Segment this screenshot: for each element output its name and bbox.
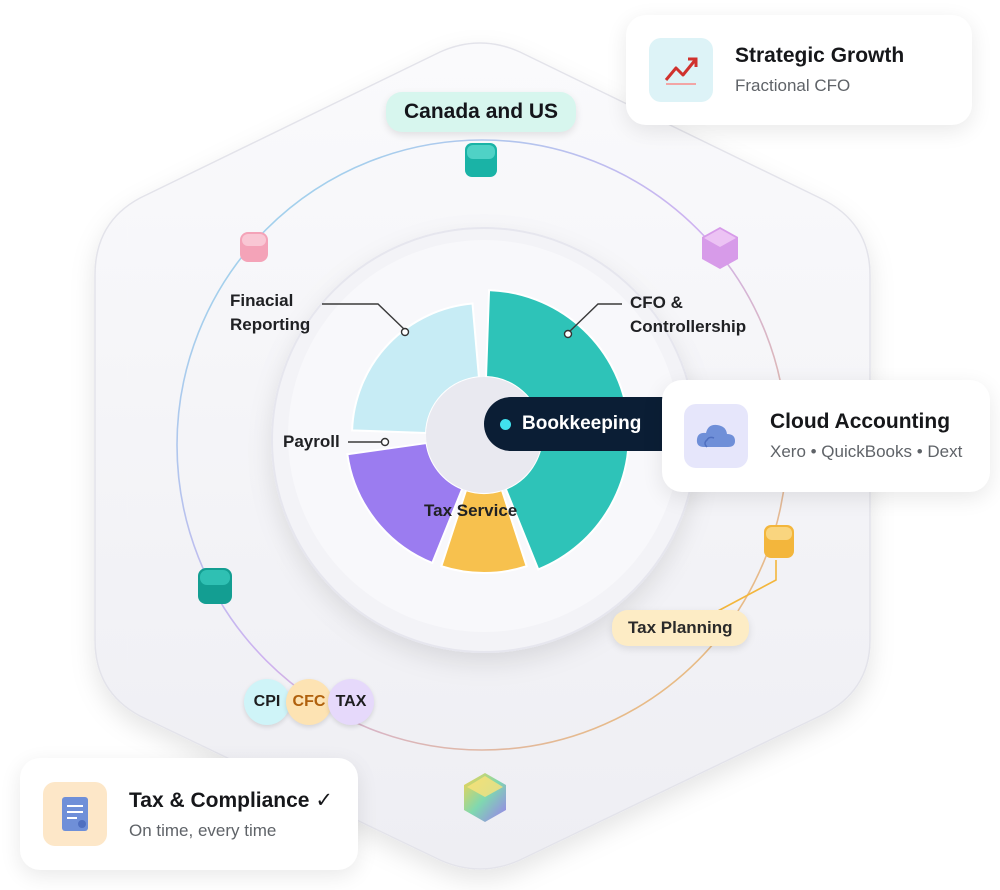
card-growth-subtitle: Fractional CFO: [735, 76, 851, 95]
card-tax-subtitle: On time, every time: [129, 820, 277, 840]
tax-planning-pill: Tax Planning: [612, 610, 749, 646]
cloud-icon: [684, 404, 748, 468]
card-strategic-growth[interactable]: Strategic Growth Fractional CFO: [626, 15, 972, 125]
card-tax-compliance[interactable]: Tax & Compliance ✓ On time, every time: [20, 758, 358, 870]
label-payroll: Payroll: [283, 432, 340, 451]
card-tax-title: Tax & Compliance ✓: [129, 788, 333, 812]
bookkeeping-label: Bookkeeping: [522, 413, 642, 434]
card-cloud-title: Cloud Accounting: [770, 410, 951, 433]
label-cfo-controllership: CFO & Controllership: [630, 293, 747, 336]
leader-lines: [322, 303, 622, 443]
bookkeeping-dot-icon: [500, 418, 511, 430]
card-cloud-accounting[interactable]: Cloud Accounting Xero • QuickBooks • Dex…: [662, 380, 990, 492]
badge-tax-label: TAX: [335, 693, 367, 710]
document-icon: [43, 782, 107, 846]
bookkeeping-tag: Bookkeeping: [484, 397, 684, 451]
label-tax-service: Tax Service: [424, 501, 518, 520]
orbit-nodes: [198, 143, 794, 822]
trend-up-icon: [649, 38, 713, 102]
label-financial-reporting: Finacial Reporting: [230, 291, 311, 334]
badge-cfc: CFC: [286, 679, 332, 725]
leader-dots: [380, 327, 573, 447]
badge-cpi-label: CPI: [253, 693, 281, 710]
tax-planning-connector: [715, 560, 777, 613]
badge-cfc-label: CFC: [292, 693, 326, 710]
badge-cpi: CPI: [244, 679, 290, 725]
card-cloud-subtitle: Xero • QuickBooks • Dext: [770, 442, 963, 461]
card-growth-title: Strategic Growth: [735, 44, 905, 67]
region-pill: Canada and US: [386, 92, 577, 132]
badge-tax: TAX: [328, 679, 374, 725]
